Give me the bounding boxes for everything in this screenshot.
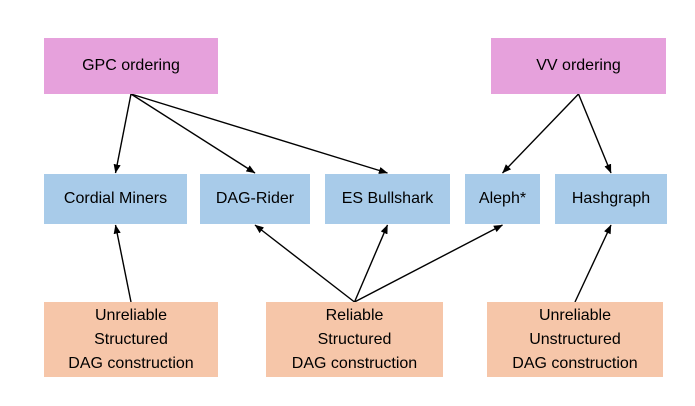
node-label: VV ordering bbox=[536, 57, 621, 74]
node-label: Unreliable Structured DAG construction bbox=[68, 306, 194, 372]
node-reliable-structured: Reliable Structured DAG construction bbox=[266, 302, 443, 377]
node-unreliable-unstructured: Unreliable Unstructured DAG construction bbox=[487, 302, 663, 377]
node-label: Cordial Miners bbox=[63, 190, 168, 207]
node-cordial-miners: Cordial Miners bbox=[44, 174, 187, 224]
node-aleph: Aleph* bbox=[465, 174, 540, 224]
node-label: Aleph* bbox=[478, 190, 527, 207]
edge-reliable-structured-to-dag-rider bbox=[254, 224, 355, 303]
node-dag-rider: DAG-Rider bbox=[200, 174, 310, 224]
node-vv-ordering: VV ordering bbox=[491, 38, 666, 94]
edge-gpc-ordering-to-cordial-miners bbox=[113, 93, 132, 174]
edge-unreliable-structured-to-cordial-miners bbox=[113, 224, 132, 303]
node-hashgraph: Hashgraph bbox=[555, 174, 667, 224]
node-label: GPC ordering bbox=[82, 57, 180, 74]
node-label: Reliable Structured DAG construction bbox=[291, 306, 418, 372]
node-es-bullshark: ES Bullshark bbox=[325, 174, 450, 224]
edge-vv-ordering-to-hashgraph bbox=[577, 93, 612, 174]
edge-unreliable-unstructured-to-hashgraph bbox=[574, 224, 612, 303]
edge-reliable-structured-to-es-bullshark bbox=[353, 224, 389, 303]
node-label: Hashgraph bbox=[571, 190, 651, 207]
node-label: ES Bullshark bbox=[341, 190, 434, 207]
node-label: Unreliable Unstructured DAG construction bbox=[512, 306, 638, 372]
node-label: DAG-Rider bbox=[215, 190, 295, 207]
node-gpc-ordering: GPC ordering bbox=[44, 38, 218, 94]
edge-vv-ordering-to-aleph bbox=[501, 93, 580, 174]
edge-gpc-ordering-to-dag-rider bbox=[130, 93, 256, 174]
node-unreliable-structured: Unreliable Structured DAG construction bbox=[44, 302, 218, 377]
edge-reliable-structured-to-aleph bbox=[354, 224, 503, 303]
edge-gpc-ordering-to-es-bullshark bbox=[130, 93, 388, 174]
